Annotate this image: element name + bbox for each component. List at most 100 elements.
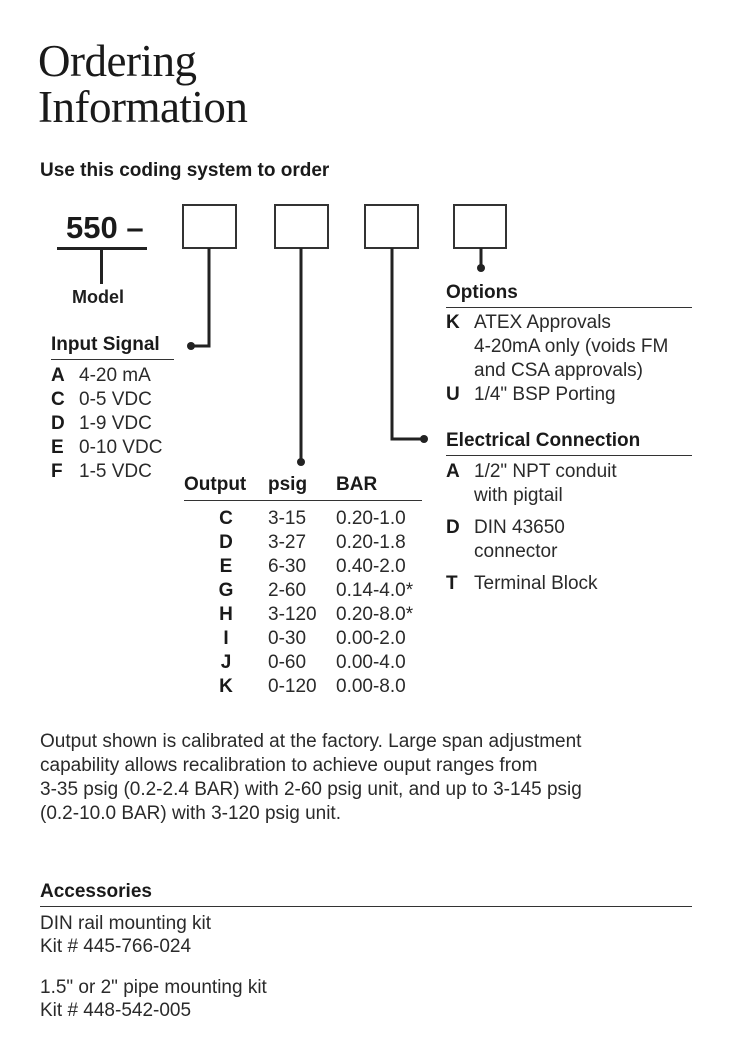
- psig-header: psig: [268, 474, 336, 501]
- input-signal-desc: 0-10 VDC: [79, 437, 163, 458]
- option-item: K ATEX Approvals 4-20mA only (voids FM a…: [446, 311, 692, 383]
- output-code: E: [219, 556, 233, 577]
- electrical-connection-desc-line: DIN 43650: [474, 517, 565, 538]
- code-box-input-signal: [182, 204, 237, 249]
- electrical-connection-desc-line: with pigtail: [474, 485, 563, 506]
- options-heading: Options: [446, 282, 692, 308]
- model-code: 550 –: [66, 210, 144, 245]
- calibration-note-line: (0.2-10.0 BAR) with 3-120 psig unit.: [40, 803, 341, 824]
- output-table: Output psig BAR C 3-15 0.20-1.0 D 3-27 0.20-…: [184, 474, 422, 699]
- option-code: U: [446, 384, 460, 405]
- psig-value: 2-60: [268, 580, 307, 601]
- input-signal-code: F: [51, 461, 63, 482]
- page-title-line-2: Information: [38, 82, 248, 132]
- code-box-options: [453, 204, 507, 249]
- electrical-connection-section: Electrical Connection A 1/2" NPT conduit…: [446, 430, 692, 596]
- output-code: I: [223, 628, 229, 649]
- input-signal-code: D: [51, 413, 65, 434]
- bar-value: 0.20-8.0*: [336, 604, 414, 625]
- option-desc: ATEX Approvals 4-20mA only (voids FM and…: [474, 311, 668, 383]
- input-signal-item: A 4-20 mA: [51, 364, 174, 388]
- connector-electrical-connection: [390, 248, 424, 441]
- electrical-connection-desc: Terminal Block: [474, 573, 598, 594]
- subtitle: Use this coding system to order: [40, 160, 330, 181]
- electrical-connection-list: A 1/2" NPT conduit with pigtail D DIN 43…: [446, 460, 692, 596]
- bar-value: 0.20-1.8: [336, 532, 406, 553]
- options-section: Options K ATEX Approvals 4-20mA only (vo…: [446, 282, 692, 407]
- output-code: K: [219, 676, 233, 697]
- input-signal-desc: 4-20 mA: [79, 365, 151, 386]
- output-table-header: Output psig BAR: [184, 474, 422, 501]
- connector-dot-electrical-connection: [420, 435, 428, 443]
- bar-value: 0.00-2.0: [336, 628, 406, 649]
- option-desc-line: ATEX Approvals: [474, 312, 611, 333]
- connector-dot-options: [477, 264, 485, 272]
- bar-value: 0.20-1.0: [336, 508, 406, 529]
- psig-value: 3-120: [268, 604, 317, 625]
- bar-header: BAR: [336, 474, 422, 501]
- electrical-connection-item: D DIN 43650 connector: [446, 516, 692, 564]
- electrical-connection-item: T Terminal Block: [446, 572, 692, 596]
- option-desc: 1/4" BSP Porting: [474, 384, 616, 405]
- code-box-electrical-connection: [364, 204, 419, 249]
- psig-value: 3-27: [268, 532, 307, 553]
- connector-dot-output: [297, 458, 305, 466]
- output-header: Output: [184, 474, 268, 501]
- calibration-note: Output shown is calibrated at the factor…: [40, 730, 690, 826]
- option-desc-line: and CSA approvals): [474, 360, 643, 381]
- accessory-item: 1.5" or 2" pipe mounting kit Kit # 448-5…: [40, 976, 692, 1022]
- electrical-connection-desc-line: connector: [474, 541, 558, 562]
- calibration-note-line: capability allows recalibration to achie…: [40, 755, 538, 776]
- model-connector: [100, 249, 103, 284]
- output-code: H: [219, 604, 233, 625]
- psig-value: 3-15: [268, 508, 307, 529]
- bar-value: 0.14-4.0*: [336, 580, 414, 601]
- electrical-connection-code: D: [446, 517, 460, 538]
- output-code: D: [219, 532, 233, 553]
- input-signal-code: A: [51, 365, 65, 386]
- input-signal-heading: Input Signal: [51, 334, 174, 360]
- psig-value: 0-60: [268, 652, 307, 673]
- electrical-connection-code: A: [446, 461, 460, 482]
- table-row: H 3-120 0.20-8.0*: [184, 603, 422, 627]
- output-code: C: [219, 508, 233, 529]
- electrical-connection-desc-line: 1/2" NPT conduit: [474, 461, 617, 482]
- table-row: I 0-30 0.00-2.0: [184, 627, 422, 651]
- option-code: K: [446, 312, 460, 333]
- electrical-connection-code: T: [446, 573, 458, 594]
- psig-value: 0-120: [268, 676, 317, 697]
- code-box-output: [274, 204, 329, 249]
- accessories-heading: Accessories: [40, 881, 692, 907]
- input-signal-code: E: [51, 437, 64, 458]
- output-code: J: [220, 652, 232, 673]
- electrical-connection-desc: 1/2" NPT conduit with pigtail: [474, 460, 617, 508]
- accessories-section: Accessories DIN rail mounting kit Kit # …: [40, 881, 692, 1022]
- input-signal-desc: 0-5 VDC: [79, 389, 152, 410]
- connector-input-signal: [191, 248, 211, 348]
- electrical-connection-item: A 1/2" NPT conduit with pigtail: [446, 460, 692, 508]
- table-row: G 2-60 0.14-4.0*: [184, 579, 422, 603]
- table-row: D 3-27 0.20-1.8: [184, 531, 422, 555]
- calibration-note-line: Output shown is calibrated at the factor…: [40, 731, 582, 752]
- input-signal-item: E 0-10 VDC: [51, 436, 174, 460]
- option-item: U 1/4" BSP Porting: [446, 383, 692, 407]
- table-row: K 0-120 0.00-8.0: [184, 675, 422, 699]
- bar-value: 0.00-4.0: [336, 652, 406, 673]
- accessory-kit-number: Kit # 448-542-005: [40, 1000, 192, 1021]
- option-desc-line: 4-20mA only (voids FM: [474, 336, 669, 357]
- table-row: J 0-60 0.00-4.0: [184, 651, 422, 675]
- accessory-name: DIN rail mounting kit: [40, 913, 212, 934]
- output-code: G: [218, 580, 234, 601]
- accessory-name: 1.5" or 2" pipe mounting kit: [40, 977, 267, 998]
- bar-value: 0.00-8.0: [336, 676, 406, 697]
- model-underline: [57, 247, 147, 250]
- psig-value: 0-30: [268, 628, 307, 649]
- accessory-item: DIN rail mounting kit Kit # 445-766-024: [40, 912, 692, 958]
